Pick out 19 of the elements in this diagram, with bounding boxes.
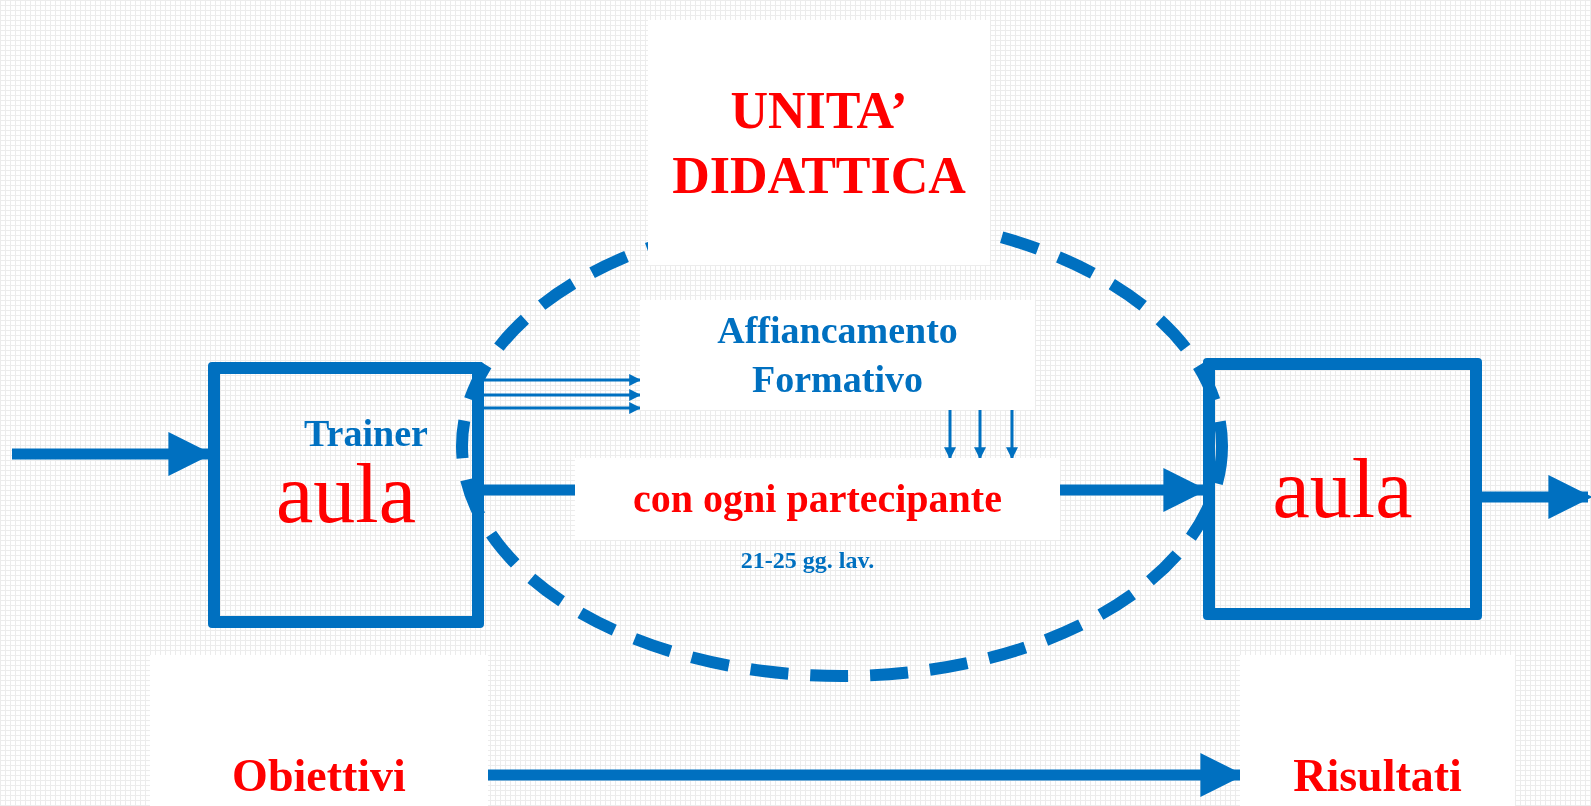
arrow (1006, 410, 1018, 460)
aula-label: aula (1272, 447, 1413, 531)
duration-label: 21-25 gg. lav. (740, 546, 875, 575)
arrow (1482, 475, 1591, 519)
node-text: con ogni partecipante (633, 475, 1002, 523)
arrow (484, 402, 642, 414)
node-text: Risultati (1293, 748, 1462, 803)
arrow (974, 410, 986, 460)
text-box (575, 458, 1060, 540)
process-box (208, 362, 484, 628)
node-text: Affiancamento Formativo (716, 307, 959, 402)
title-text: UNITA’ DIDATTICA (671, 80, 967, 206)
aula-label: aula (276, 452, 416, 536)
arrow (484, 389, 642, 401)
process-box (1203, 358, 1482, 620)
arrow (944, 410, 956, 460)
node-text: Obiettivi (232, 748, 406, 803)
arrow (484, 374, 642, 386)
trainer-label: Trainer (304, 414, 428, 452)
